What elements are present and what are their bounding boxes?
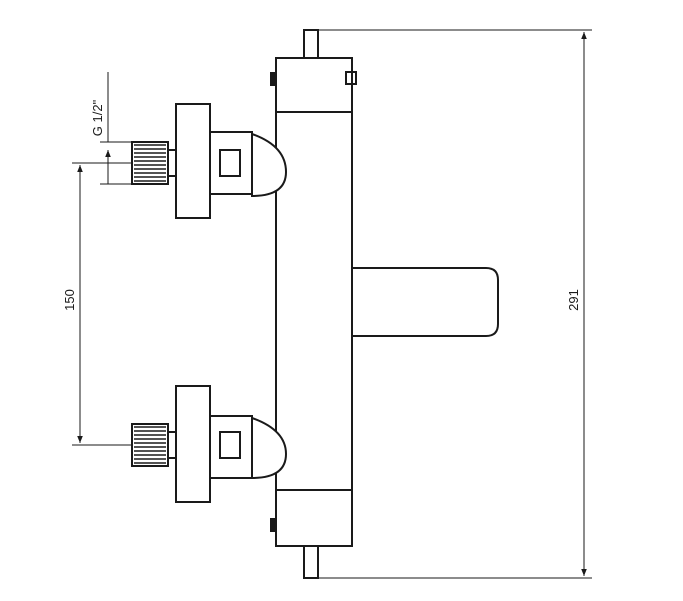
top-screw bbox=[345, 71, 357, 85]
lower-connector-neck bbox=[167, 431, 177, 459]
upper-connector-neck bbox=[167, 149, 177, 177]
bottom-cap bbox=[275, 489, 353, 547]
lower-thread-lines bbox=[134, 426, 166, 464]
thread-size-label: G 1/2" bbox=[90, 99, 105, 136]
inlet-spacing-label: 150 bbox=[62, 289, 77, 311]
overall-height-dimension: 291 bbox=[318, 29, 592, 579]
top-left-pin bbox=[270, 72, 276, 86]
upper-inlet bbox=[131, 103, 288, 219]
thread-dimension: G 1/2" bbox=[90, 72, 132, 185]
spout bbox=[351, 267, 499, 337]
upper-hex bbox=[219, 149, 241, 177]
main-tube bbox=[275, 111, 353, 491]
inlet-spacing-dimension: 150 bbox=[62, 162, 132, 446]
top-cap bbox=[275, 57, 353, 113]
bottom-left-pin bbox=[270, 518, 276, 532]
upper-thread-lines bbox=[134, 144, 166, 182]
overall-height-label: 291 bbox=[566, 289, 581, 311]
lower-elbow bbox=[251, 416, 288, 480]
lower-rosette bbox=[175, 385, 211, 503]
top-bracket bbox=[303, 29, 319, 58]
upper-elbow bbox=[251, 132, 288, 198]
lower-inlet bbox=[131, 385, 288, 503]
mixer-body bbox=[270, 29, 357, 579]
bottom-bracket bbox=[303, 546, 319, 579]
upper-rosette bbox=[175, 103, 211, 219]
lower-hex bbox=[219, 431, 241, 459]
